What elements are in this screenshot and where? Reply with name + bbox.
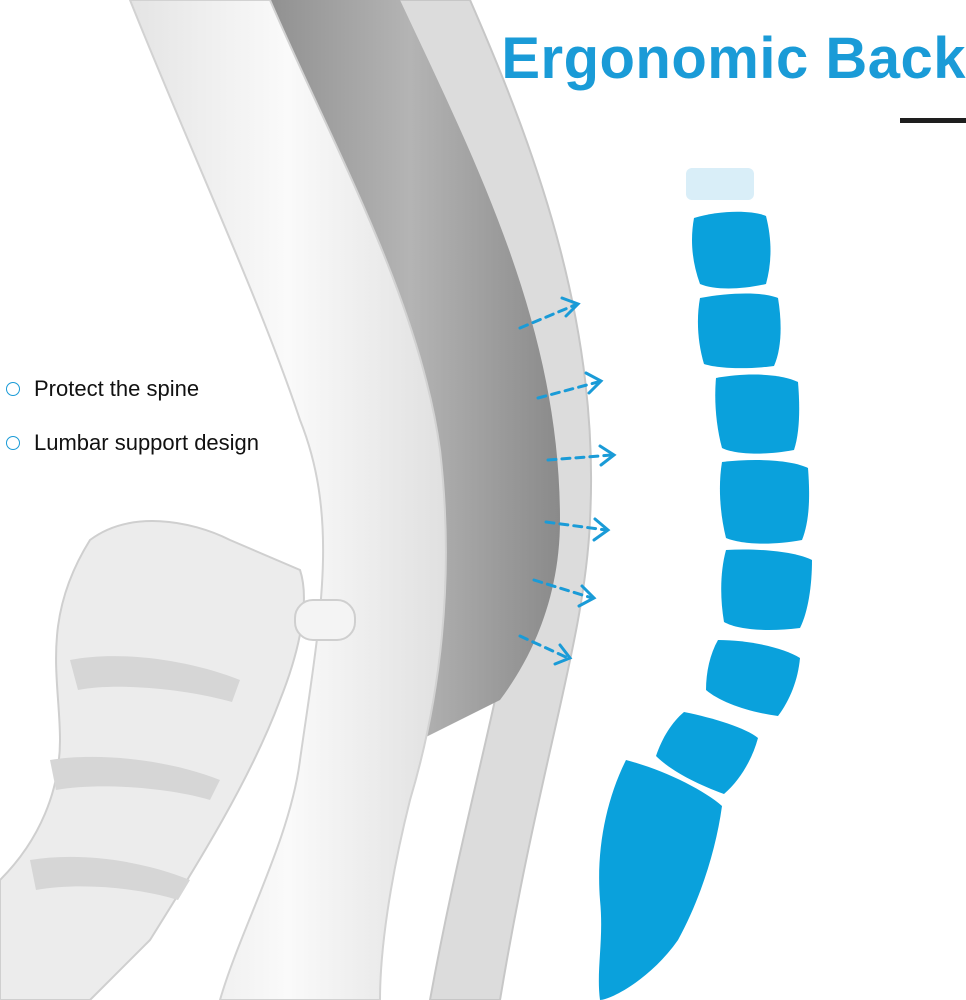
vertebra [715,374,800,454]
vertebra [692,211,771,289]
arrow-icon [536,371,604,400]
sacrum [598,760,722,1000]
arrow-icon [532,578,597,608]
vertebra [697,293,781,369]
circle-bullet-icon [6,436,20,450]
bracket-slot-3 [30,856,190,900]
arrow-icon [518,634,573,666]
front-frame [128,0,447,1000]
arrow-icon [544,517,611,542]
feature-label: Protect the spine [34,376,200,401]
mesh-backrest [260,0,560,740]
feature-item-spine: Protect the spine [6,374,259,404]
arrow-icon [546,444,617,467]
circle-bullet-icon [6,382,20,396]
vertebra-top-faded [686,168,754,200]
feature-item-lumbar: Lumbar support design [6,428,259,458]
pressure-arrows [518,296,617,666]
title-underline [900,118,966,123]
vertebra [706,640,800,716]
hinge-pin [294,599,356,641]
vertebra [656,712,758,794]
bracket-slot-1 [70,656,240,702]
vertebra [719,460,810,544]
feature-list: Protect the spine Lumbar support design [6,374,259,482]
feature-label: Lumbar support design [34,430,260,455]
arrow-icon [518,296,581,330]
page-title: Ergonomic Back [501,26,966,91]
bracket-slot-2 [50,756,220,800]
vertebra [721,549,812,630]
